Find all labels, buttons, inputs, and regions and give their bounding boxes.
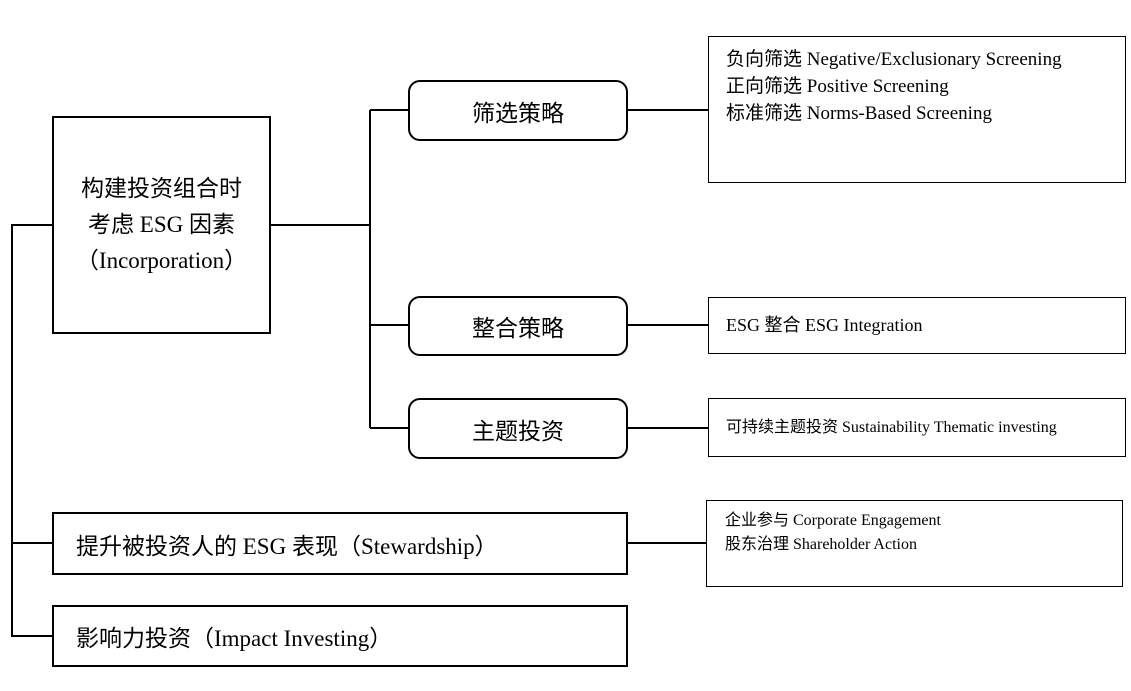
thematic-investing-box: 主题投资 [408, 398, 628, 459]
impact-investing-label: 影响力投资（Impact Investing） [76, 626, 393, 651]
incorporation-line-3: （Incorporation） [75, 248, 248, 273]
screening-detail-box: 负向筛选 Negative/Exclusionary Screening 正向筛… [708, 36, 1126, 183]
stewardship-label: 提升被投资人的 ESG 表现（Stewardship） [76, 533, 498, 559]
incorporation-line-1: 构建投资组合时 [81, 176, 242, 201]
integration-strategy-label: 整合策略 [472, 316, 564, 341]
shareholder-action-text: 股东治理 Shareholder Action [725, 536, 917, 553]
negative-screening-text: 负向筛选 Negative/Exclusionary Screening [726, 49, 1062, 70]
incorporation-box: 构建投资组合时 考虑 ESG 因素 （Incorporation） [52, 116, 271, 334]
screening-strategy-label: 筛选策略 [472, 100, 564, 126]
incorporation-line-2: 考虑 ESG 因素 [88, 212, 235, 237]
screening-strategy-box: 筛选策略 [408, 80, 628, 141]
esg-integration-text: ESG 整合 ESG Integration [726, 315, 923, 335]
sustainability-thematic-text: 可持续主题投资 Sustainability Thematic investin… [726, 418, 1057, 436]
corporate-engagement-text: 企业参与 Corporate Engagement [725, 512, 941, 529]
integration-strategy-box: 整合策略 [408, 296, 628, 356]
positive-screening-text: 正向筛选 Positive Screening [726, 76, 949, 97]
impact-investing-box: 影响力投资（Impact Investing） [52, 605, 628, 667]
integration-detail-box: ESG 整合 ESG Integration [708, 297, 1126, 354]
thematic-investing-label: 主题投资 [472, 418, 564, 444]
stewardship-detail-box: 企业参与 Corporate Engagement 股东治理 Sharehold… [706, 500, 1123, 587]
thematic-detail-box: 可持续主题投资 Sustainability Thematic investin… [708, 398, 1126, 457]
stewardship-box: 提升被投资人的 ESG 表现（Stewardship） [52, 512, 628, 575]
norms-based-screening-text: 标准筛选 Norms-Based Screening [726, 103, 992, 124]
incorporation-label: 构建投资组合时 考虑 ESG 因素 （Incorporation） [76, 171, 247, 279]
